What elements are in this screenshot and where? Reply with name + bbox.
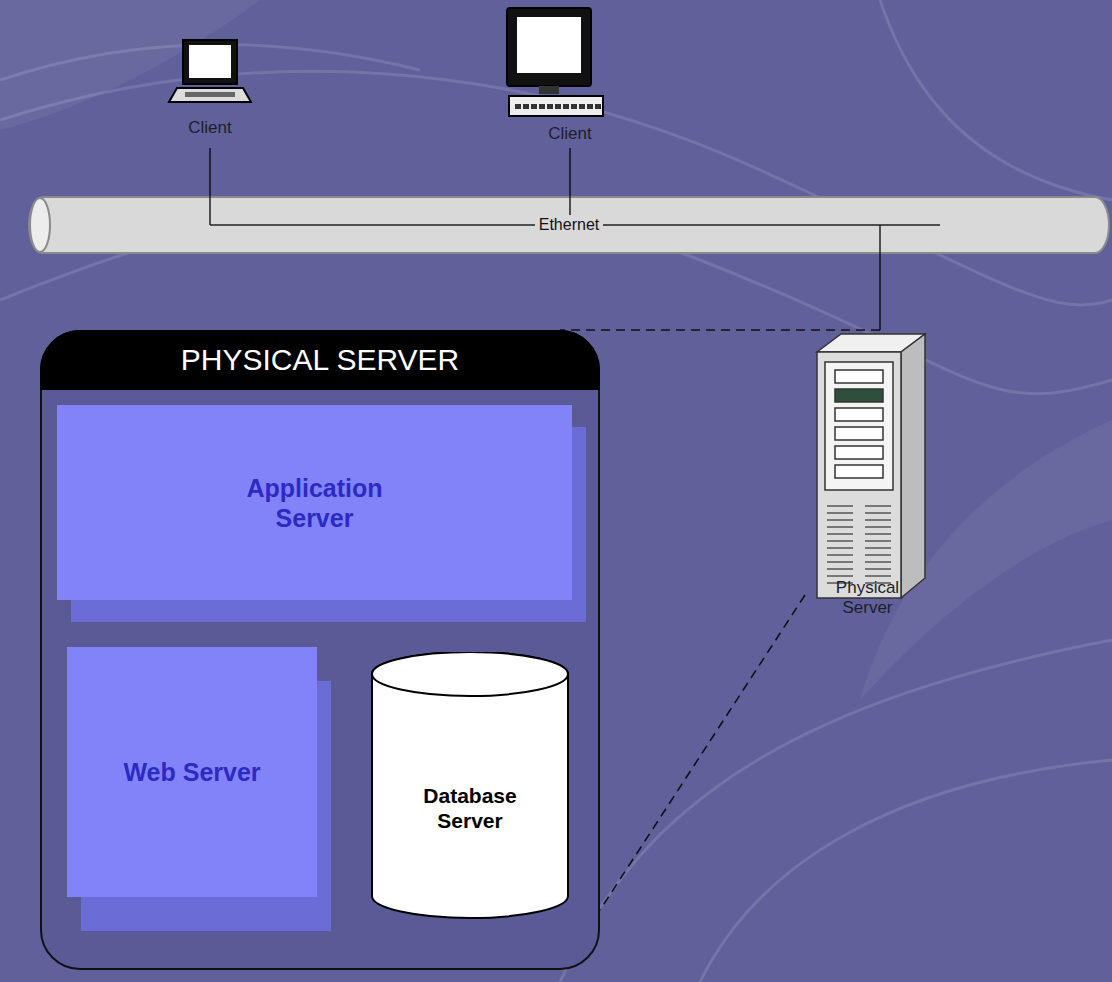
cylinder-body	[372, 652, 568, 918]
vent	[827, 533, 853, 535]
laptop-screen	[183, 40, 237, 84]
keyboard	[509, 96, 603, 116]
key	[555, 104, 561, 109]
vent	[865, 512, 891, 514]
zoom-line	[600, 595, 805, 910]
laptop-base	[169, 88, 251, 102]
vent	[827, 505, 853, 507]
drive-bay	[835, 389, 883, 402]
node-label: Web Server	[123, 757, 260, 787]
network-cable	[209, 148, 211, 196]
drive-bay	[835, 446, 883, 459]
key	[587, 104, 593, 109]
vent	[865, 554, 891, 556]
text-holder: Web Server	[67, 647, 317, 897]
swoosh-fills	[0, 0, 1112, 700]
vent	[865, 561, 891, 563]
node-label: Client	[188, 118, 231, 138]
drive-bay	[835, 408, 883, 421]
monitor-screen	[517, 17, 581, 73]
node-label: Application Server	[220, 473, 410, 533]
header-bar: PHYSICAL SERVER	[40, 330, 600, 390]
text-holder: Client	[155, 118, 265, 138]
key	[563, 104, 569, 109]
vent	[827, 512, 853, 514]
physical-server-box: PHYSICAL SERVER Application ServerWeb Ser…	[40, 330, 600, 970]
pipe-body	[29, 197, 1109, 253]
tower-panel	[825, 362, 893, 490]
node-label: Ethernet	[535, 215, 603, 234]
key	[571, 104, 577, 109]
text-holder: Ethernet	[28, 196, 1110, 254]
vent	[827, 561, 853, 563]
vent	[827, 519, 853, 521]
monitor-bezel	[507, 8, 591, 86]
vent	[827, 526, 853, 528]
key	[523, 104, 529, 109]
vent	[865, 575, 891, 577]
physical-server-tower: Physical Server	[805, 330, 930, 630]
monitor-stand	[539, 86, 559, 94]
key	[515, 104, 521, 109]
key	[579, 104, 585, 109]
network-cable	[569, 148, 571, 196]
text-holder: Application Server	[57, 405, 572, 600]
vent	[827, 554, 853, 556]
vent	[865, 540, 891, 542]
cylinder-top	[372, 652, 568, 696]
database-cylinder-node: Database Server	[370, 652, 570, 920]
vent	[827, 575, 853, 577]
vent	[827, 568, 853, 570]
laptop-keys	[185, 92, 235, 97]
vent	[865, 526, 891, 528]
laptop-icon	[155, 36, 265, 116]
vent	[865, 519, 891, 521]
vents	[827, 506, 891, 583]
client-computer: Client	[495, 6, 645, 148]
keyboard-keys	[515, 104, 601, 109]
pipe-wire	[210, 196, 940, 254]
laptop-display	[189, 45, 231, 78]
vent	[865, 547, 891, 549]
vent	[827, 547, 853, 549]
pipe-end	[30, 198, 50, 252]
vent	[865, 533, 891, 535]
server-tower-icon	[805, 330, 930, 602]
node-label: Database Server	[405, 783, 535, 833]
vent	[827, 540, 853, 542]
key	[547, 104, 553, 109]
key	[595, 104, 601, 109]
key	[531, 104, 537, 109]
application-server-box: Application Server	[57, 405, 572, 600]
tower-side	[901, 334, 925, 598]
text-holder: Client	[495, 124, 645, 144]
text-holder: Database Server	[370, 652, 570, 920]
ethernet-bus: Ethernet	[28, 196, 1110, 254]
drive-bay	[835, 465, 883, 478]
node-label: Physical Server	[820, 578, 915, 619]
drive-bay	[835, 427, 883, 440]
network-cable	[879, 254, 881, 330]
drive-bay	[835, 370, 883, 383]
web-server-box: Web Server	[67, 647, 317, 897]
desktop-icon	[495, 6, 645, 122]
node-label: Client	[548, 124, 591, 144]
text-holder: Physical Server	[805, 578, 930, 619]
vent	[865, 505, 891, 507]
drive-bays	[835, 370, 883, 478]
zoom-line	[560, 329, 880, 331]
header-text: PHYSICAL SERVER	[181, 343, 459, 377]
key	[539, 104, 545, 109]
tower-front	[817, 352, 901, 598]
vent	[865, 568, 891, 570]
client-computer: Client	[155, 36, 265, 148]
